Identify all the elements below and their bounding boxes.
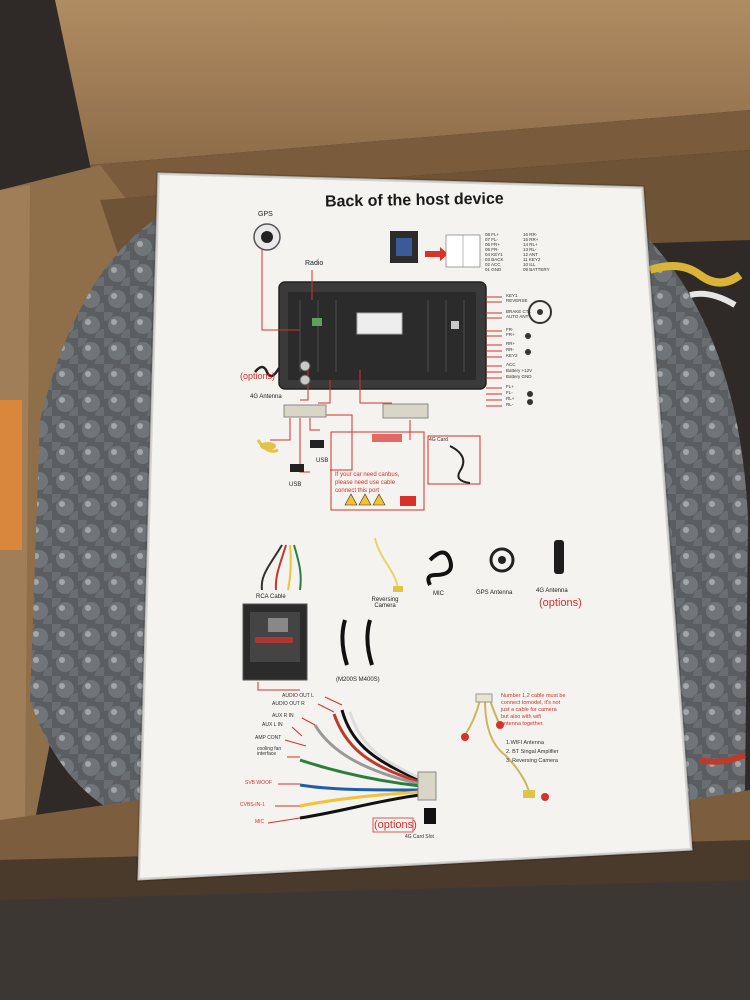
pin-label: 15 RR+	[523, 237, 539, 242]
wire-label: Battery +12V	[506, 368, 533, 373]
wire-label: FL-	[506, 390, 513, 395]
pin-label: 09 BATTERY	[523, 267, 550, 272]
canbus-line: please need use cable	[335, 480, 396, 486]
note-line: but also with wifi	[501, 714, 542, 720]
bubble-wrap	[30, 210, 748, 830]
wire-label: AUTO ANT	[506, 314, 529, 319]
wire-label: KEY2	[506, 353, 518, 358]
canbus-line: connect this port	[335, 488, 380, 494]
wire-label: KEY1	[506, 293, 518, 298]
pin-label: 16 RR-	[523, 232, 538, 237]
canbus-line: If your car need canbus,	[335, 472, 400, 478]
cable-list-item: 2. BT Singal Amplifier	[506, 749, 559, 755]
rca-label: AMP CONT	[255, 735, 282, 741]
wire-label: REVERSE	[506, 298, 528, 303]
note-line: connect tomodel, it's not	[501, 700, 561, 706]
pin-label: 12 ANT	[523, 252, 539, 257]
cable-list-item: 3. Reversing Camera	[506, 758, 558, 764]
pin-label: 04 KEY1	[485, 252, 503, 257]
pin-label: 05 FR-	[485, 247, 499, 252]
pin-label: 06 FR+	[485, 242, 500, 247]
models-label: (M200S M400S)	[336, 677, 380, 683]
wire-label: RR-	[506, 347, 514, 352]
reversing-camera-label: Reversing Camera	[371, 597, 399, 609]
radio-label: Radio	[305, 260, 324, 267]
pin-label: 11 KEY2	[523, 257, 541, 262]
rca-label: AUDIO OUT L	[282, 693, 314, 699]
note-line: just a cable for camera	[501, 707, 557, 713]
tape-strip	[0, 400, 22, 550]
rca-label: CVBS-IN-1	[240, 802, 265, 808]
antenna-4g-label: 4G Antenna	[250, 394, 282, 400]
rca-label: AUX R IN	[272, 713, 294, 719]
wire-label: FR+	[506, 332, 515, 337]
usb-label-b: USB	[289, 482, 302, 488]
wire-label: BRAKE CTL	[506, 309, 532, 314]
wire-label: RL+	[506, 396, 515, 401]
gps-label: GPS	[258, 211, 273, 218]
gps-antenna-label: GPS Antenna	[476, 590, 513, 596]
rca-label: AUDIO OUT R	[272, 701, 305, 707]
usb-label-a: USB	[316, 458, 329, 464]
wire-label: FL+	[506, 384, 514, 389]
box-top-flap	[55, 0, 750, 165]
options-acc-label: (options)	[539, 597, 582, 609]
pin-label: 01 GND	[485, 267, 502, 272]
pin-label: 02 ACC	[485, 262, 501, 267]
rca-options-label: (options)	[374, 819, 417, 831]
rca-label: SVB WOOF	[245, 780, 272, 786]
note-line: Number 1,2 cable must be	[501, 693, 566, 699]
mic-label: MIC	[433, 591, 444, 597]
rca-label: cooling fan interface	[257, 746, 282, 757]
pin-label: 13 RL-	[523, 247, 537, 252]
sheet-title: Back of the host device	[324, 190, 504, 211]
pin-label: 14 RL+	[523, 242, 538, 247]
pin-label: 03 BACK	[485, 257, 504, 262]
wire-label: Battery GND	[506, 374, 532, 379]
card-4g-label: 4G Card	[429, 437, 448, 443]
card-slot-label: 4G Card Slot	[405, 834, 434, 840]
cable-list-item: 1.WIFI Antenna	[506, 740, 544, 746]
pin-label: 07 FL-	[485, 237, 499, 242]
wire-label: FR-	[506, 327, 514, 332]
note-line: antenna together.	[501, 721, 544, 727]
rca-label: MIC	[255, 819, 265, 825]
pin-label: 10 ILL	[523, 262, 536, 267]
rca-label: AUX L IN	[262, 722, 283, 728]
wire-label: RL-	[506, 402, 514, 407]
pin-label: 08 FL+	[485, 232, 500, 237]
rca-cable-label: RCA Cable	[256, 594, 286, 600]
wire-label: ACC	[506, 362, 516, 367]
options-label: (options)	[240, 371, 276, 381]
antenna-4g-acc-label: 4G Antenna	[536, 588, 568, 594]
wire-label: RR+	[506, 341, 516, 346]
